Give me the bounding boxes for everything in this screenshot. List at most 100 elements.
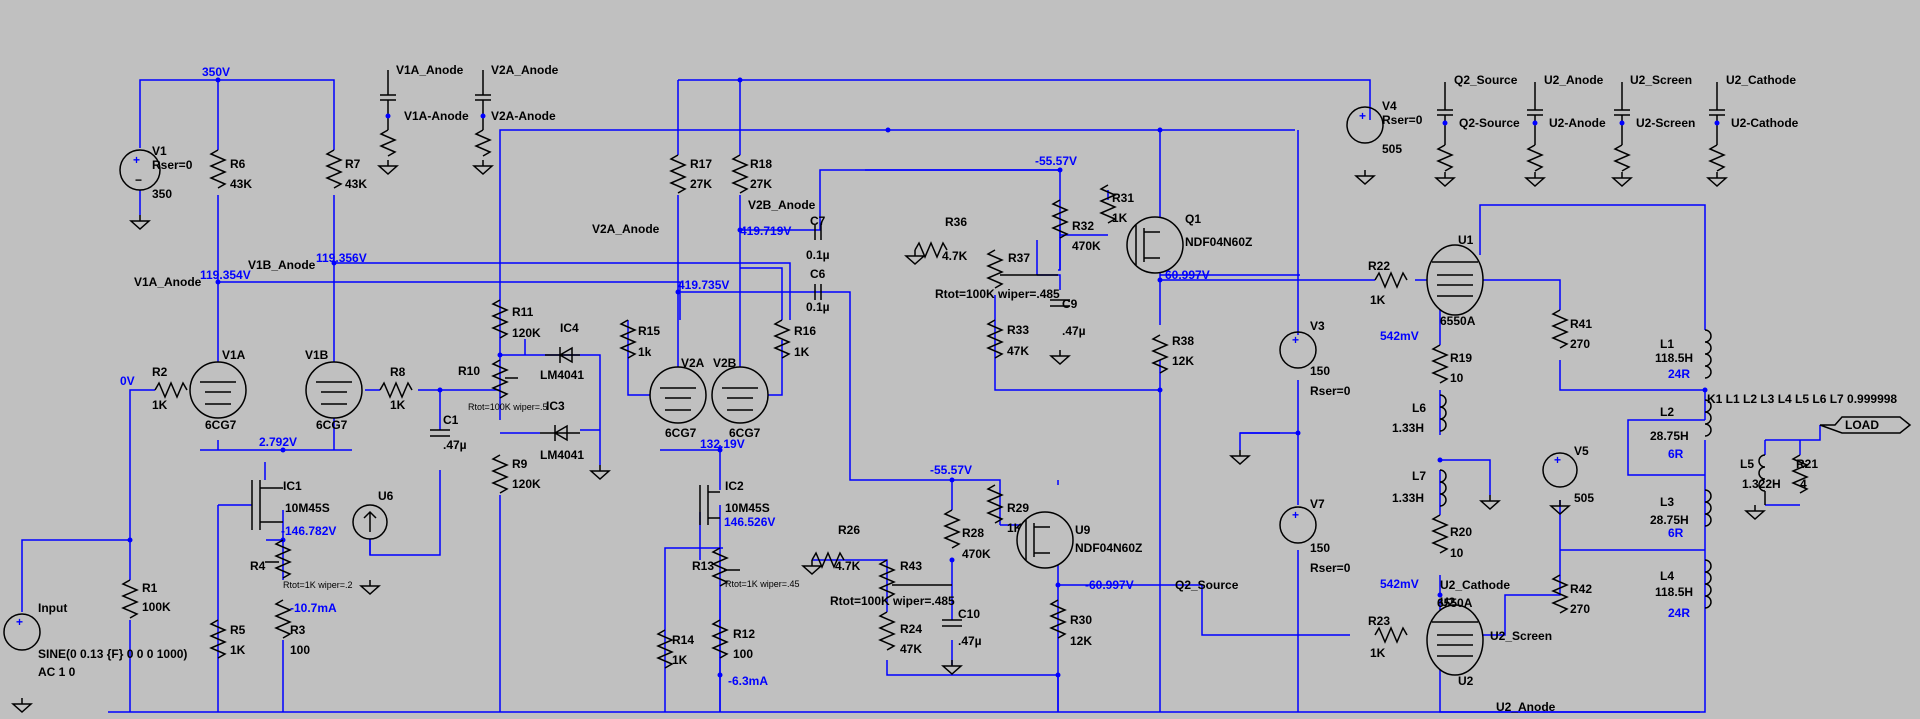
current-source-u6[interactable]: U6 (352, 489, 394, 595)
source-v3[interactable]: + V3 150 Rser=0 (1279, 319, 1351, 398)
svg-text:6CG7: 6CG7 (665, 426, 697, 440)
capacitor-c6[interactable]: C60.1µ (806, 267, 830, 314)
source-v1[interactable]: +− V1 Rser=0 350 (119, 144, 193, 230)
svg-text:R20: R20 (1450, 525, 1472, 539)
capacitor-c1[interactable]: C1 .47µ (430, 413, 467, 452)
svg-text:+: + (1292, 508, 1299, 522)
wires (21, 79, 1821, 713)
svg-text:28.75H: 28.75H (1650, 513, 1689, 527)
svg-text:IC3: IC3 (546, 399, 565, 413)
svg-text:U2_Cathode: U2_Cathode (1726, 73, 1796, 87)
svg-text:+: + (16, 615, 23, 629)
svg-text:1k: 1k (638, 345, 652, 359)
svg-text:R19: R19 (1450, 351, 1472, 365)
svg-text:-55.57V: -55.57V (1035, 154, 1077, 168)
svg-text:6R: 6R (1668, 526, 1684, 540)
source-v5[interactable]: + V5 505 (1542, 444, 1594, 515)
capacitor-c7[interactable]: C70.1µ (806, 214, 830, 262)
svg-text:U2: U2 (1440, 595, 1456, 609)
svg-text:C6: C6 (810, 267, 826, 281)
svg-text:C1: C1 (443, 413, 459, 427)
inductor-l6[interactable]: L61.33H (1392, 394, 1447, 435)
source-v4[interactable]: + V4 Rser=0 505 (1346, 99, 1423, 185)
source-input[interactable]: + Input SINE(0 0.13 {F} 0 0 0 1000) AC 1… (3, 601, 187, 713)
capacitor-c9[interactable]: C9.47µ (1050, 297, 1086, 365)
svg-text:470K: 470K (1072, 239, 1101, 253)
load-flag[interactable]: LOAD (1819, 416, 1912, 434)
svg-text:L1: L1 (1660, 337, 1674, 351)
inductor-l5[interactable]: L51.322H (1740, 454, 1781, 520)
svg-text:+: + (1359, 109, 1366, 123)
svg-text:270: 270 (1570, 337, 1590, 351)
svg-text:-55.57V: -55.57V (930, 463, 972, 477)
source-v7[interactable]: + V7 150 Rser=0 (1279, 497, 1351, 575)
svg-text:R6: R6 (230, 157, 246, 171)
inductor-l7[interactable]: L71.33H (1392, 469, 1447, 507)
svg-text:R38: R38 (1172, 334, 1194, 348)
svg-text:150: 150 (1310, 364, 1330, 378)
svg-text:IC2: IC2 (725, 479, 744, 493)
svg-text:.47µ: .47µ (443, 438, 467, 452)
capacitor-c10[interactable]: C10.47µ (942, 607, 982, 675)
